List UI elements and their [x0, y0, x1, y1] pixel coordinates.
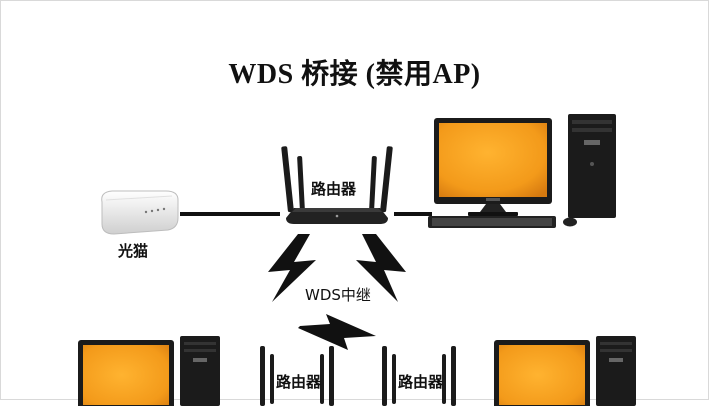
desktop-computer-icon — [494, 336, 636, 406]
sub-router-right-label: 路由器 — [398, 373, 444, 391]
router-icon — [260, 346, 334, 406]
wds-relay-label: WDS中继 — [305, 286, 371, 304]
wireless-link-right — [356, 234, 406, 302]
main-router-label: 路由器 — [311, 180, 357, 198]
wireless-link-left — [268, 234, 316, 302]
sub-router-left-label: 路由器 — [276, 373, 322, 391]
router-icon — [281, 146, 393, 224]
desktop-computer-icon — [78, 336, 220, 406]
optical-modem-icon — [101, 190, 179, 235]
desktop-computer-icon — [428, 114, 616, 228]
modem-label: 光猫 — [118, 242, 149, 260]
wireless-link-middle — [298, 314, 376, 350]
router-icon — [382, 346, 456, 406]
diagram-title: WDS 桥接 (禁用AP) — [228, 59, 481, 90]
